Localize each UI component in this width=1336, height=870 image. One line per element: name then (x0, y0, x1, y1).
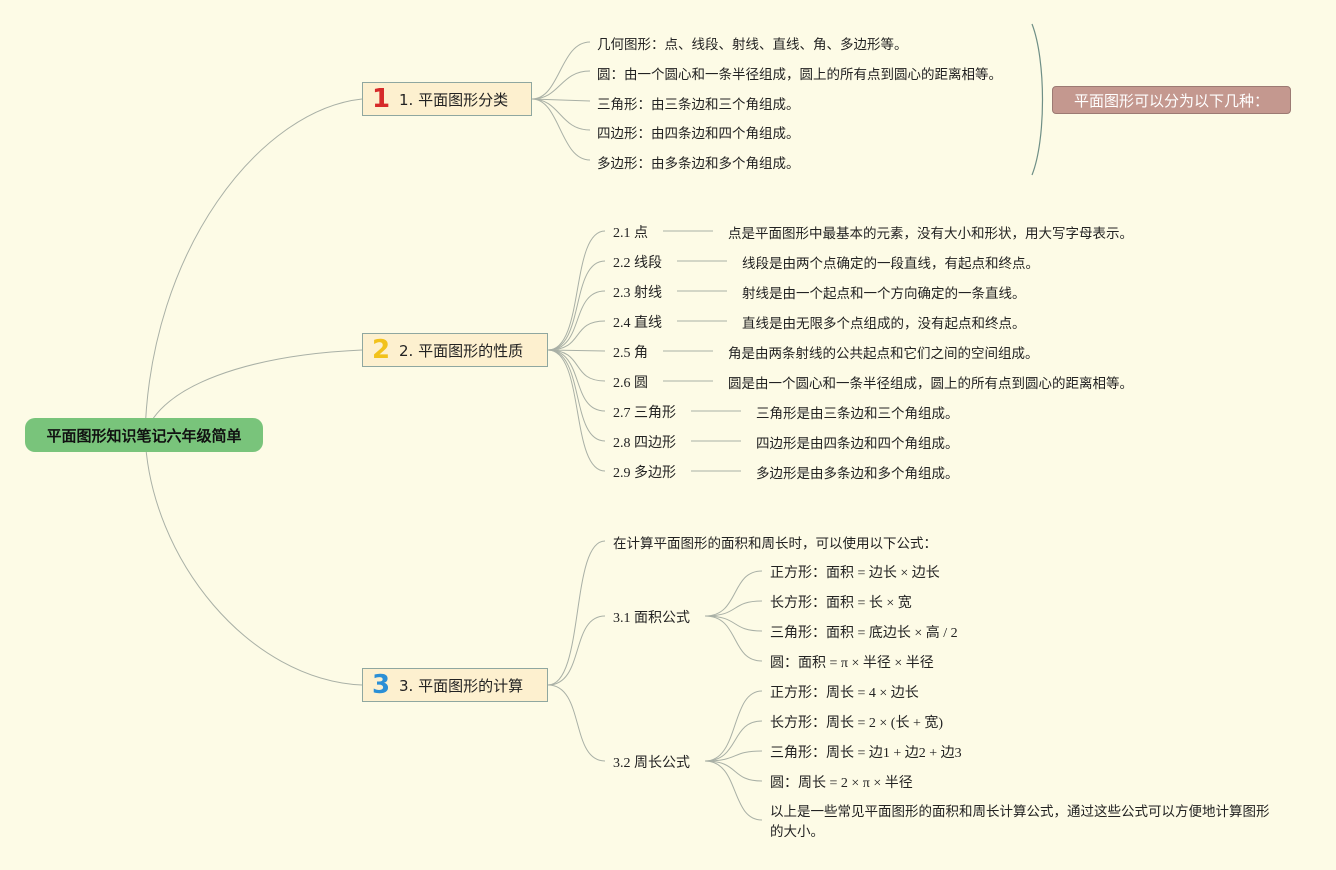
property-title[interactable]: 2.9 多边形 (613, 466, 676, 481)
perimeter-formula-item[interactable]: 三角形：周长 = 边1 + 边2 + 边3 (770, 746, 962, 761)
number-3-icon: 3 (371, 670, 391, 700)
perimeter-formula-item[interactable]: 长方形：周长 = 2 × (长 + 宽) (770, 716, 944, 731)
property-title[interactable]: 2.8 四边形 (613, 436, 676, 451)
branch-classification[interactable]: 1 1. 平面图形分类 (362, 82, 532, 116)
perimeter-formula-item[interactable]: 圆：周长 = 2 × π × 半径 (770, 776, 913, 791)
perimeter-formula-title[interactable]: 3.2 周长公式 (613, 756, 690, 771)
property-title[interactable]: 2.1 点 (613, 226, 648, 241)
branch-label: 1. 平面图形分类 (399, 90, 509, 109)
area-formula-item[interactable]: 长方形：面积 = 长 × 宽 (770, 596, 912, 611)
classification-item[interactable]: 三角形：由三条边和三个角组成。 (597, 97, 800, 113)
formula-summary-note[interactable]: 以上是一些常见平面图形的面积和周长计算公式，通过这些公式可以方便地计算图形的大小… (770, 804, 1270, 840)
root-node[interactable]: 平面图形知识笔记六年级简单 (25, 418, 263, 452)
area-formula-item[interactable]: 三角形：面积 = 底边长 × 高 / 2 (770, 626, 958, 641)
branch-label: 3. 平面图形的计算 (399, 676, 524, 695)
classification-item[interactable]: 多边形：由多条边和多个角组成。 (597, 156, 800, 172)
property-title[interactable]: 2.3 射线 (613, 286, 662, 301)
property-description[interactable]: 线段是由两个点确定的一段直线，有起点和终点。 (742, 256, 1039, 272)
branch-properties[interactable]: 2 2. 平面图形的性质 (362, 333, 548, 367)
classification-callout[interactable]: 平面图形可以分为以下几种： (1052, 86, 1291, 114)
calculation-intro[interactable]: 在计算平面图形的面积和周长时，可以使用以下公式： (613, 536, 937, 552)
property-description[interactable]: 多边形是由多条边和多个角组成。 (756, 466, 959, 482)
property-title[interactable]: 2.6 圆 (613, 376, 648, 391)
property-description[interactable]: 射线是由一个起点和一个方向确定的一条直线。 (742, 286, 1026, 302)
property-title[interactable]: 2.2 线段 (613, 256, 662, 271)
property-description[interactable]: 角是由两条射线的公共起点和它们之间的空间组成。 (728, 346, 1039, 362)
area-formula-title[interactable]: 3.1 面积公式 (613, 611, 690, 626)
property-description[interactable]: 三角形是由三条边和三个角组成。 (756, 406, 959, 422)
classification-item[interactable]: 四边形：由四条边和四个角组成。 (597, 126, 800, 142)
property-description[interactable]: 圆是由一个圆心和一条半径组成，圆上的所有点到圆心的距离相等。 (728, 376, 1133, 392)
property-title[interactable]: 2.5 角 (613, 346, 648, 361)
classification-item[interactable]: 几何图形：点、线段、射线、直线、角、多边形等。 (597, 37, 908, 53)
property-description[interactable]: 点是平面图形中最基本的元素，没有大小和形状，用大写字母表示。 (728, 226, 1133, 242)
branch-label: 2. 平面图形的性质 (399, 341, 524, 360)
branch-calculation[interactable]: 3 3. 平面图形的计算 (362, 668, 548, 702)
classification-item[interactable]: 圆：由一个圆心和一条半径组成，圆上的所有点到圆心的距离相等。 (597, 67, 1002, 83)
property-title[interactable]: 2.7 三角形 (613, 406, 676, 421)
area-formula-item[interactable]: 正方形：面积 = 边长 × 边长 (770, 566, 940, 581)
area-formula-item[interactable]: 圆：面积 = π × 半径 × 半径 (770, 656, 934, 671)
perimeter-formula-item[interactable]: 正方形：周长 = 4 × 边长 (770, 686, 919, 701)
number-1-icon: 1 (371, 84, 391, 114)
number-2-icon: 2 (371, 335, 391, 365)
property-description[interactable]: 四边形是由四条边和四个角组成。 (756, 436, 959, 452)
property-description[interactable]: 直线是由无限多个点组成的，没有起点和终点。 (742, 316, 1026, 332)
property-title[interactable]: 2.4 直线 (613, 316, 662, 331)
